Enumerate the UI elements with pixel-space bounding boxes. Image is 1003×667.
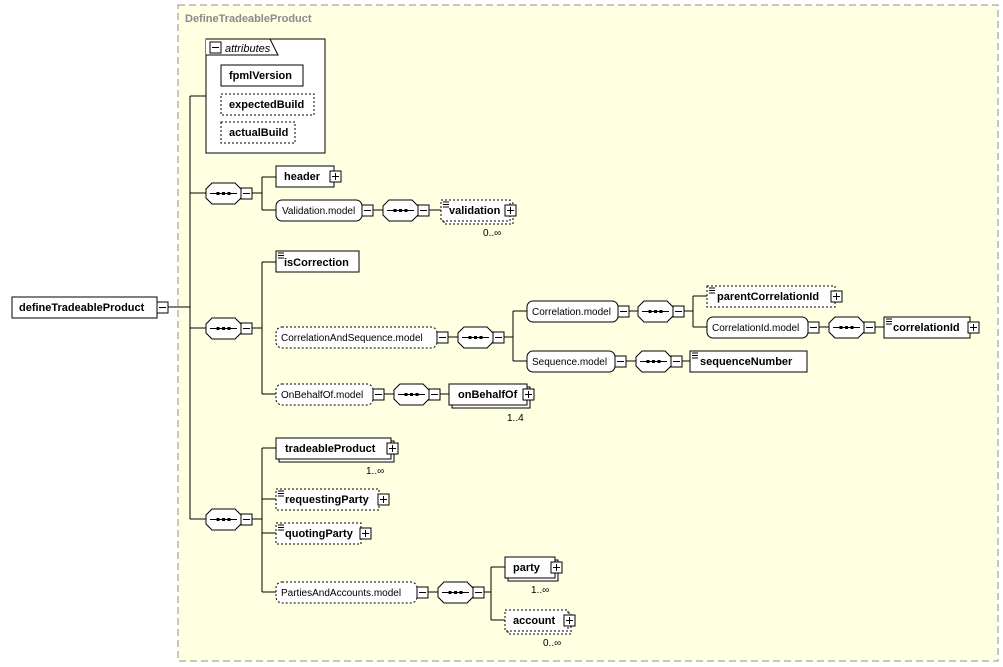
svg-text:Sequence.model: Sequence.model [532, 357, 607, 368]
svg-text:validation: validation [449, 205, 501, 217]
svg-text:requestingParty: requestingParty [285, 494, 370, 506]
sequence-compositors [205, 182, 876, 604]
element-header[interactable]: header [275, 165, 342, 188]
cardinality-label: 0..∞ [483, 228, 501, 239]
connectors [168, 95, 884, 621]
element-sequence-number[interactable]: sequenceNumber [689, 350, 808, 373]
element-party[interactable]: party 1..∞ [504, 556, 563, 596]
element-on-behalf-of[interactable]: onBehalfOf 1..4 [448, 383, 535, 424]
svg-text:actualBuild: actualBuild [229, 127, 288, 139]
group-parties-and-accounts-model[interactable]: PartiesAndAccounts.model [275, 581, 429, 604]
cardinality-label: 1..∞ [531, 585, 549, 596]
element-tradeable-product[interactable]: tradeableProduct 1..∞ [275, 437, 399, 477]
sequence-compositor-icon[interactable] [637, 300, 685, 323]
svg-text:Correlation.model: Correlation.model [532, 307, 611, 318]
svg-text:correlationId: correlationId [893, 322, 960, 334]
element-validation[interactable]: validation 0..∞ [440, 199, 517, 239]
svg-text:expectedBuild: expectedBuild [229, 99, 304, 111]
element-account[interactable]: account 0..∞ [504, 609, 576, 649]
svg-text:fpmlVersion: fpmlVersion [229, 70, 292, 82]
sequence-compositor-icon[interactable] [382, 199, 430, 222]
svg-text:parentCorrelationId: parentCorrelationId [717, 291, 819, 303]
group-sequence-model[interactable]: Sequence.model [526, 350, 627, 373]
sequence-compositor-icon[interactable] [205, 182, 253, 205]
attribute-fpml-version[interactable]: fpmlVersion [220, 64, 304, 87]
sequence-compositor-icon[interactable] [205, 508, 253, 531]
svg-text:OnBehalfOf.model: OnBehalfOf.model [281, 390, 363, 401]
sequence-compositor-icon[interactable] [635, 350, 683, 373]
sequence-compositor-icon[interactable] [393, 383, 441, 406]
group-correlation-id-model[interactable]: CorrelationId.model [706, 316, 820, 339]
group-validation-model[interactable]: Validation.model [275, 199, 374, 222]
cardinality-label: 0..∞ [543, 638, 561, 649]
svg-text:quotingParty: quotingParty [285, 528, 354, 540]
attribute-expected-build[interactable]: expectedBuild [220, 93, 315, 116]
attributes-panel: attributes fpmlVersion expectedBuild act… [205, 38, 326, 154]
group-on-behalf-of-model[interactable]: OnBehalfOf.model [275, 383, 385, 406]
svg-text:CorrelationId.model: CorrelationId.model [712, 323, 799, 334]
svg-text:CorrelationAndSequence.model: CorrelationAndSequence.model [281, 333, 423, 344]
svg-text:onBehalfOf: onBehalfOf [458, 389, 518, 401]
svg-text:header: header [284, 171, 321, 183]
svg-text:defineTradeableProduct: defineTradeableProduct [19, 302, 145, 314]
svg-text:isCorrection: isCorrection [284, 257, 349, 269]
attributes-header: attributes [225, 43, 271, 55]
svg-text:sequenceNumber: sequenceNumber [700, 356, 793, 368]
group-correlation-and-sequence-model[interactable]: CorrelationAndSequence.model [275, 326, 449, 349]
sequence-compositor-icon[interactable] [457, 326, 505, 349]
sequence-compositor-icon[interactable] [205, 317, 253, 340]
element-parent-correlation-id[interactable]: parentCorrelationId [706, 285, 843, 308]
sequence-compositor-icon[interactable] [437, 581, 485, 604]
sequence-compositor-icon[interactable] [828, 316, 876, 339]
svg-text:Validation.model: Validation.model [282, 206, 355, 217]
group-correlation-model[interactable]: Correlation.model [526, 300, 630, 323]
svg-text:tradeableProduct: tradeableProduct [285, 443, 376, 455]
attribute-actual-build[interactable]: actualBuild [220, 121, 296, 144]
element-is-correction[interactable]: isCorrection [275, 250, 360, 273]
element-quoting-party[interactable]: quotingParty [275, 522, 372, 545]
cardinality-label: 1..4 [507, 413, 524, 424]
cardinality-label: 1..∞ [366, 466, 384, 477]
element-requesting-party[interactable]: requestingParty [275, 488, 390, 511]
svg-text:party: party [513, 562, 541, 574]
element-correlation-id[interactable]: correlationId [883, 316, 980, 339]
root-element-define-tradeable-product[interactable]: defineTradeableProduct [11, 296, 169, 319]
svg-text:account: account [513, 615, 556, 627]
type-name-label: DefineTradeableProduct [185, 13, 312, 25]
svg-text:PartiesAndAccounts.model: PartiesAndAccounts.model [281, 588, 401, 599]
